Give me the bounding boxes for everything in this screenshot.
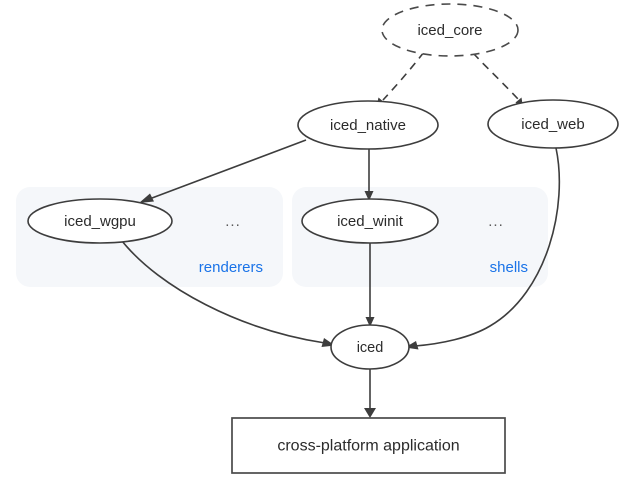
node-iced-core-label: iced_core <box>417 22 482 39</box>
node-iced-web-shape[interactable] <box>487 99 619 149</box>
edge-winit-to-iced-arrowhead <box>365 317 375 327</box>
edge-core-to-web-line <box>472 52 519 100</box>
node-iced-web[interactable]: iced_web <box>487 99 619 149</box>
shells-more-placeholder: ... <box>488 213 504 230</box>
node-iced-wgpu[interactable]: iced_wgpu <box>27 198 173 244</box>
edge-core-to-web <box>472 52 524 111</box>
node-iced-shape[interactable] <box>330 324 410 370</box>
edge-wgpu-to-iced-line <box>121 240 326 344</box>
edge-winit-to-iced <box>365 243 375 327</box>
edge-iced-to-application-arrowhead <box>364 408 376 418</box>
node-iced-wgpu-shape[interactable] <box>27 198 173 244</box>
edge-native-to-winit <box>364 149 374 201</box>
edge-native-to-wgpu-line <box>151 139 307 199</box>
node-application[interactable]: cross-platform application <box>231 417 506 474</box>
node-iced-winit-label: iced_winit <box>337 213 404 230</box>
edge-native-to-winit-arrowhead <box>364 191 374 201</box>
edge-core-to-native-line <box>382 51 425 101</box>
node-application-label: cross-platform application <box>277 438 459 455</box>
node-iced-winit-shape[interactable] <box>301 198 439 244</box>
node-iced-wgpu-label: iced_wgpu <box>64 213 136 230</box>
edge-native-to-wgpu-arrowhead <box>139 193 154 203</box>
cluster-shells-label: shells <box>490 259 528 276</box>
renderers-more-placeholder: ... <box>225 213 241 230</box>
node-iced-winit[interactable]: iced_winit <box>301 198 439 244</box>
node-iced-web-label: iced_web <box>521 116 584 133</box>
node-iced-label: iced <box>357 340 384 356</box>
node-application-shape[interactable] <box>231 417 506 474</box>
node-iced-native[interactable]: iced_native <box>297 100 439 150</box>
node-iced-native-label: iced_native <box>330 117 406 134</box>
cluster-renderers-label: renderers <box>199 259 263 276</box>
node-iced-native-shape[interactable] <box>297 100 439 150</box>
edge-native-to-wgpu <box>139 139 307 203</box>
edge-web-to-iced-line <box>414 147 561 347</box>
node-iced-core-shape[interactable] <box>381 3 519 57</box>
edge-iced-to-application <box>364 369 376 418</box>
node-iced-core[interactable]: iced_core <box>381 3 519 57</box>
node-iced[interactable]: iced <box>330 324 410 370</box>
